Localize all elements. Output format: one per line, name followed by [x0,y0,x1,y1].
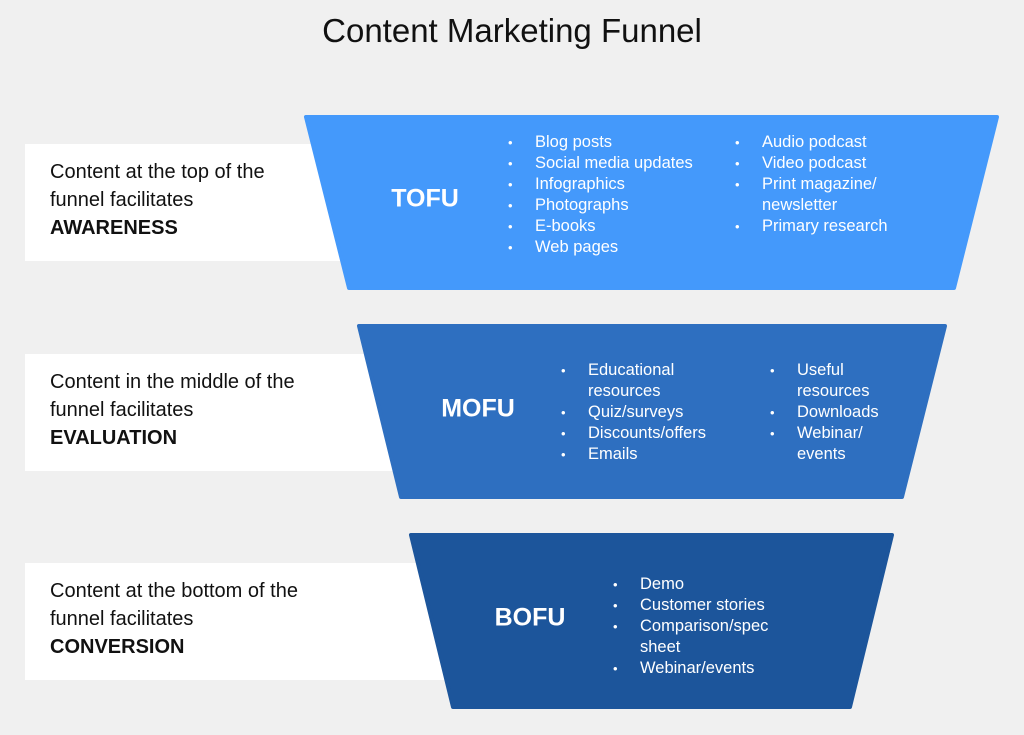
mofu-label: MOFU [441,394,515,423]
tofu-description-box: Content at the top of the funnel facilit… [25,144,355,261]
list-item: Infographics [508,174,693,195]
list-item: Demo [613,574,768,595]
mofu-list-2: Useful resourcesDownloadsWebinar/ events [770,360,879,465]
bofu-description-box: Content at the bottom of the funnel faci… [25,563,460,680]
mofu-list-1: Educational resourcesQuiz/surveysDiscoun… [561,360,706,465]
list-item: Downloads [770,402,879,423]
list-item: Discounts/offers [561,423,706,444]
list-item: Social media updates [508,153,693,174]
list-item: Video podcast [735,153,888,174]
tofu-list-1: Blog postsSocial media updatesInfographi… [508,132,693,258]
bofu-label: BOFU [494,603,566,632]
list-item: Customer stories [613,595,768,616]
list-item: Webinar/events [613,658,768,679]
tofu-list-2: Audio podcastVideo podcastPrint magazine… [735,132,888,237]
list-item: Educational resources [561,360,706,402]
list-item: Quiz/surveys [561,402,706,423]
bofu-goal: CONVERSION [50,636,185,658]
mofu-description: Content in the middle of the funnel faci… [50,371,295,421]
list-item: Print magazine/ newsletter [735,174,888,216]
bofu-description: Content at the bottom of the funnel faci… [50,580,298,630]
list-item: Primary research [735,216,888,237]
tofu-label: TOFU [391,184,459,213]
tofu-goal: AWARENESS [50,217,178,239]
list-item: Audio podcast [735,132,888,153]
list-item: Photographs [508,195,693,216]
diagram-title: Content Marketing Funnel [322,12,702,49]
mofu-description-box: Content in the middle of the funnel faci… [25,354,405,471]
list-item: E-books [508,216,693,237]
list-item: Comparison/spec sheet [613,616,768,658]
list-item: Webinar/ events [770,423,879,465]
tofu-description: Content at the top of the funnel facilit… [50,161,265,211]
bofu-list-1: DemoCustomer storiesComparison/spec shee… [613,574,768,679]
list-item: Blog posts [508,132,693,153]
list-item: Web pages [508,237,693,258]
list-item: Useful resources [770,360,879,402]
list-item: Emails [561,444,706,465]
mofu-goal: EVALUATION [50,427,178,449]
